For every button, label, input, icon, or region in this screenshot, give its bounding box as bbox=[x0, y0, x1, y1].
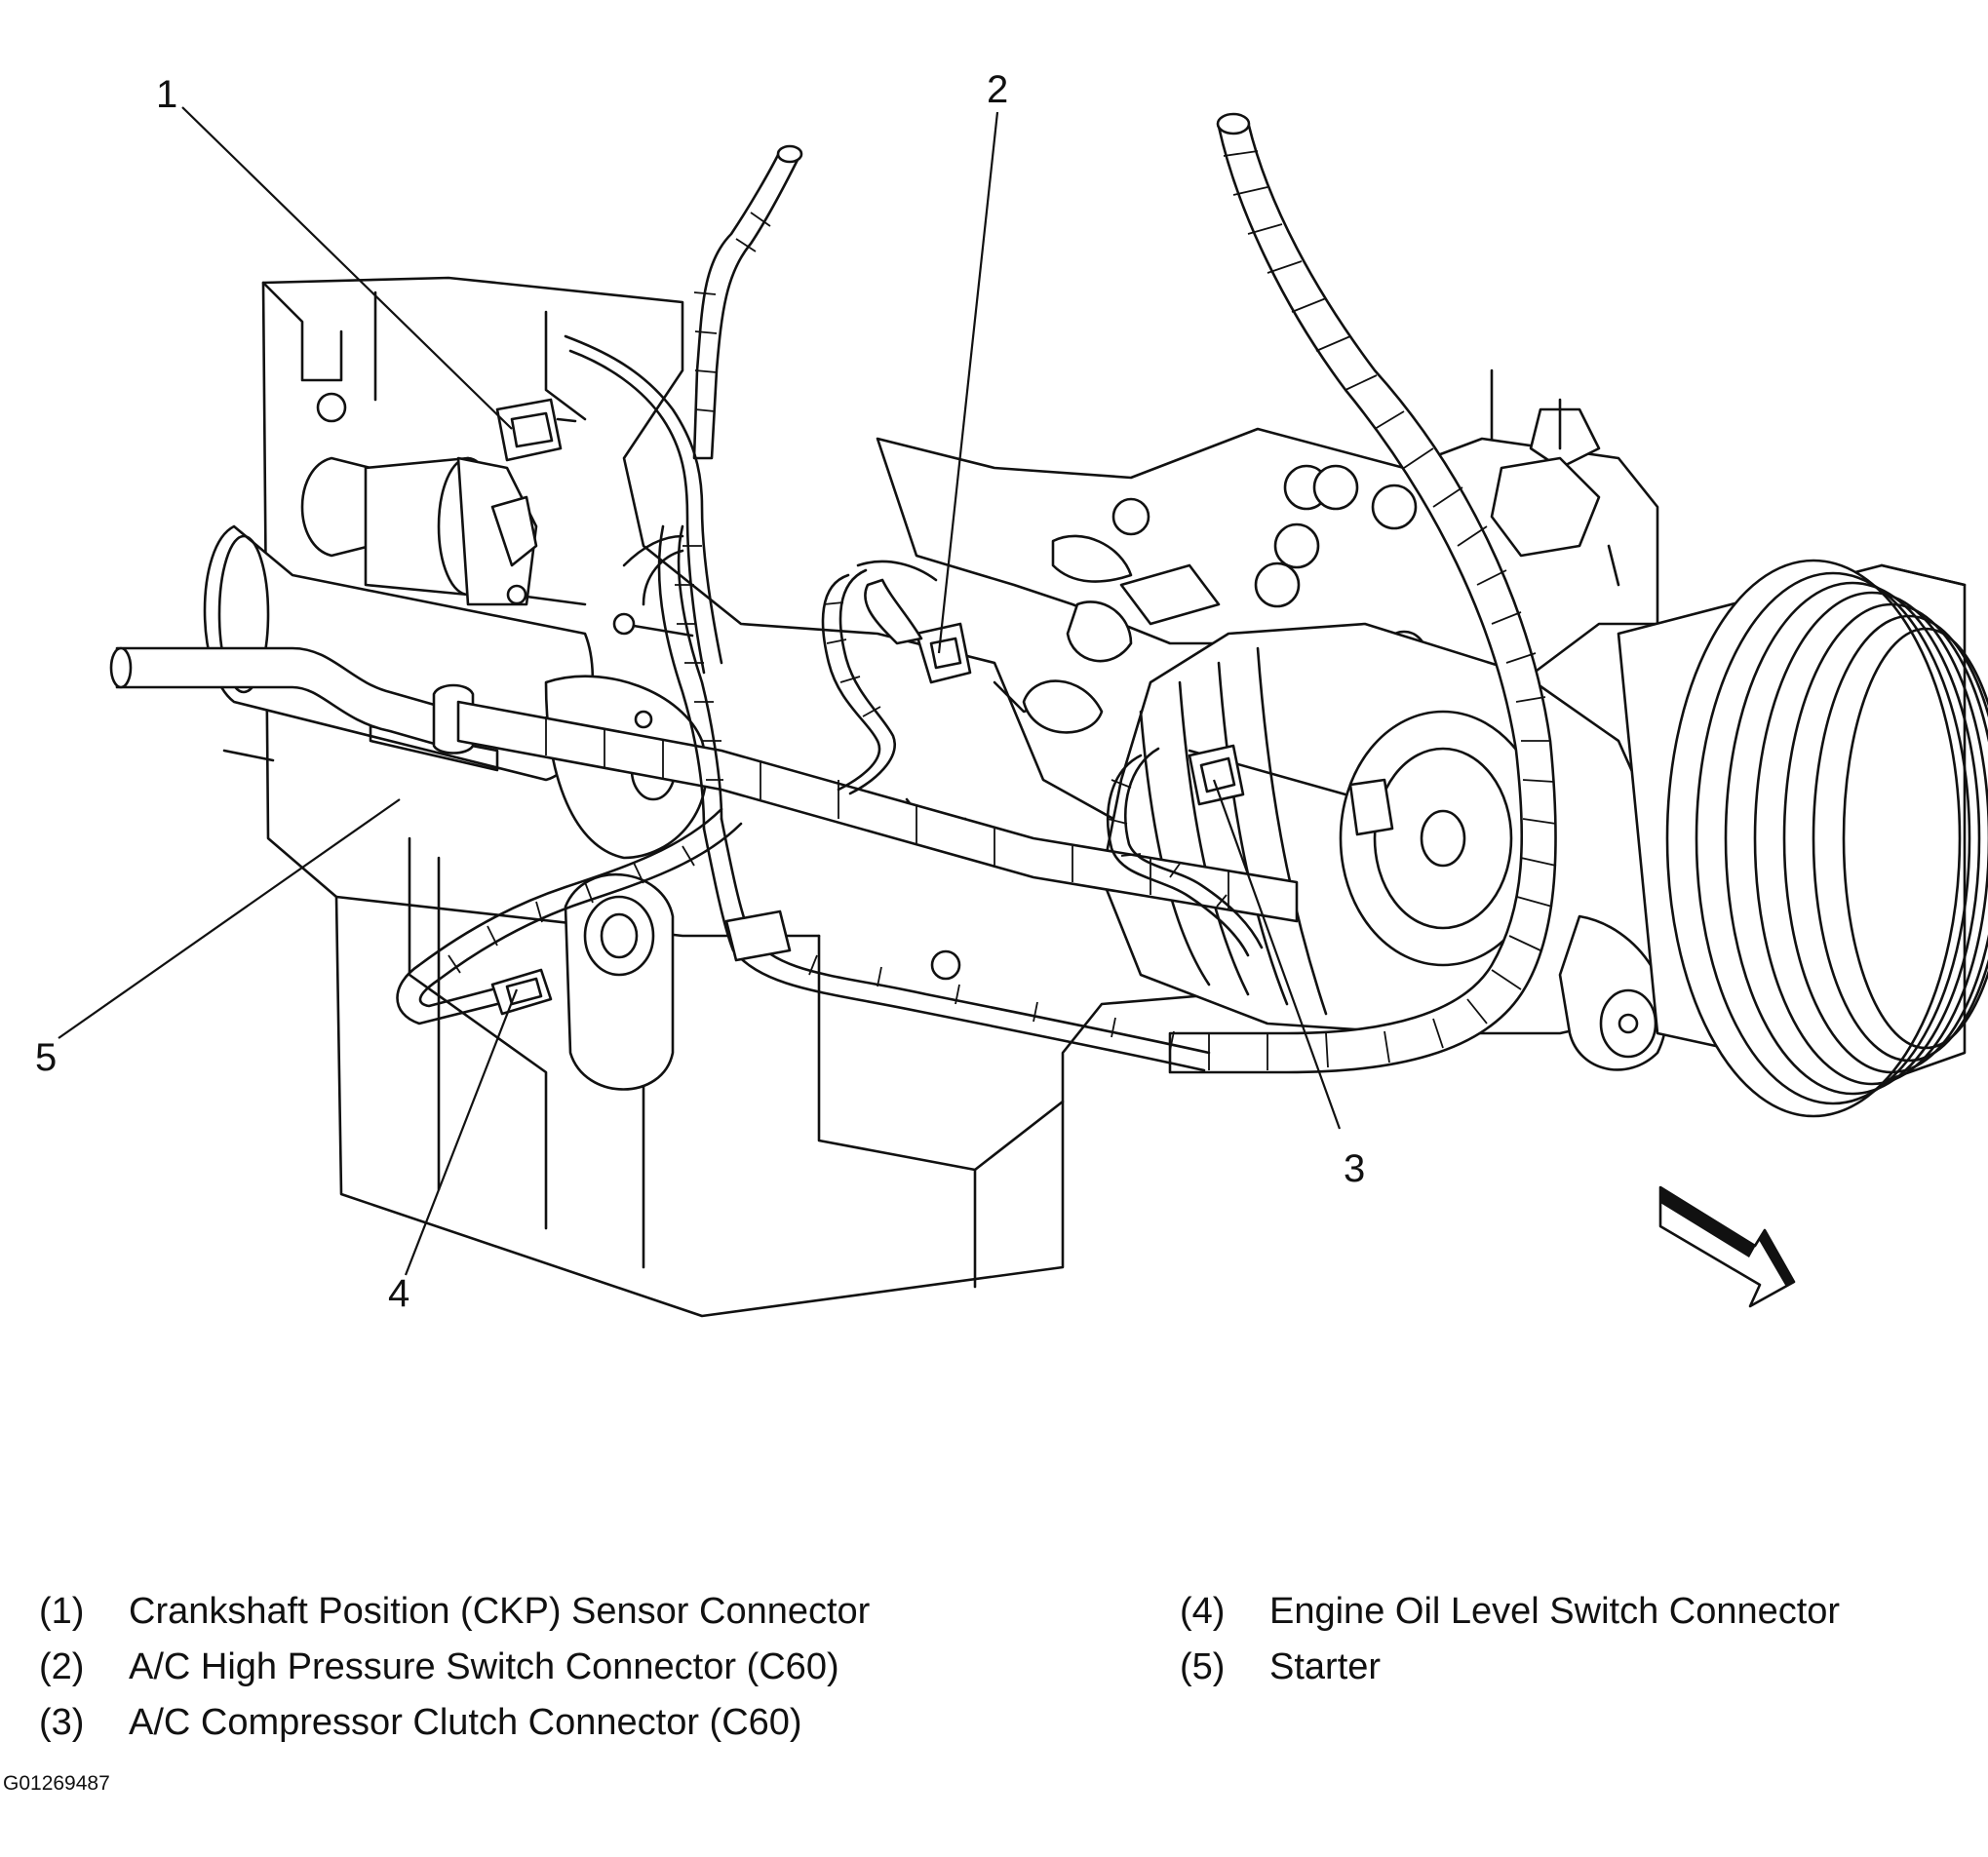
callout-5: 5 bbox=[35, 1036, 57, 1079]
legend-text: Starter bbox=[1269, 1646, 1382, 1687]
leader-line-3 bbox=[1212, 779, 1342, 1130]
legend-column-right: (4) Engine Oil Level Switch Connector (5… bbox=[1180, 1584, 1950, 1695]
wiring-harness bbox=[396, 334, 1347, 1072]
engine-block bbox=[261, 276, 1221, 1318]
leader-line-1 bbox=[181, 106, 513, 430]
callout-2: 2 bbox=[987, 68, 1008, 111]
legend-item-1: (1) Crankshaft Position (CKP) Sensor Con… bbox=[39, 1584, 1111, 1640]
callout-4: 4 bbox=[388, 1272, 409, 1315]
ac-high-pressure-switch-connector bbox=[864, 578, 972, 684]
legend-text: Crankshaft Position (CKP) Sensor Connect… bbox=[129, 1591, 871, 1632]
engine-oil-level-switch-connector bbox=[490, 968, 553, 1016]
legend-item-4: (4) Engine Oil Level Switch Connector bbox=[1180, 1584, 1950, 1640]
figure-id: G01269487 bbox=[3, 1772, 110, 1795]
legend-number: (2) bbox=[39, 1646, 85, 1687]
legend-number: (1) bbox=[39, 1591, 85, 1632]
legend-item-2: (2) A/C High Pressure Switch Connector (… bbox=[39, 1640, 1111, 1695]
legend-number: (3) bbox=[39, 1702, 85, 1743]
leader-line-4 bbox=[404, 988, 519, 1276]
legend-text: Engine Oil Level Switch Connector bbox=[1269, 1591, 1841, 1632]
legend-number: (4) bbox=[1180, 1591, 1226, 1632]
ac-line-main bbox=[456, 700, 1299, 923]
ac-compressor bbox=[1100, 622, 1668, 1071]
legend-text: A/C Compressor Clutch Connector (C60) bbox=[129, 1702, 802, 1743]
engine-wiring-illustration: 1 2 3 4 5 bbox=[35, 68, 1988, 1318]
legend-item-3: (3) A/C Compressor Clutch Connector (C60… bbox=[39, 1695, 1111, 1751]
legend-number: (5) bbox=[1180, 1646, 1226, 1687]
ckp-sensor-connector bbox=[495, 398, 577, 462]
legend-column-left: (1) Crankshaft Position (CKP) Sensor Con… bbox=[39, 1584, 1111, 1751]
ac-compressor-clutch-connector bbox=[1188, 744, 1394, 836]
leader-line-5 bbox=[58, 798, 401, 1039]
callout-1: 1 bbox=[156, 73, 177, 116]
legend-text: A/C High Pressure Switch Connector (C60) bbox=[129, 1646, 839, 1687]
front-of-vehicle-arrow-icon bbox=[1658, 1185, 1796, 1308]
hose-top-center bbox=[692, 144, 803, 460]
callout-3: 3 bbox=[1344, 1147, 1365, 1190]
hose-top-right bbox=[1168, 112, 1557, 1074]
oil-pan-area bbox=[564, 872, 675, 1091]
harness-clip bbox=[724, 534, 1133, 962]
leader-line-2 bbox=[937, 111, 999, 654]
compressor-pulley bbox=[1617, 559, 1988, 1118]
legend-item-5: (5) Starter bbox=[1180, 1640, 1950, 1695]
